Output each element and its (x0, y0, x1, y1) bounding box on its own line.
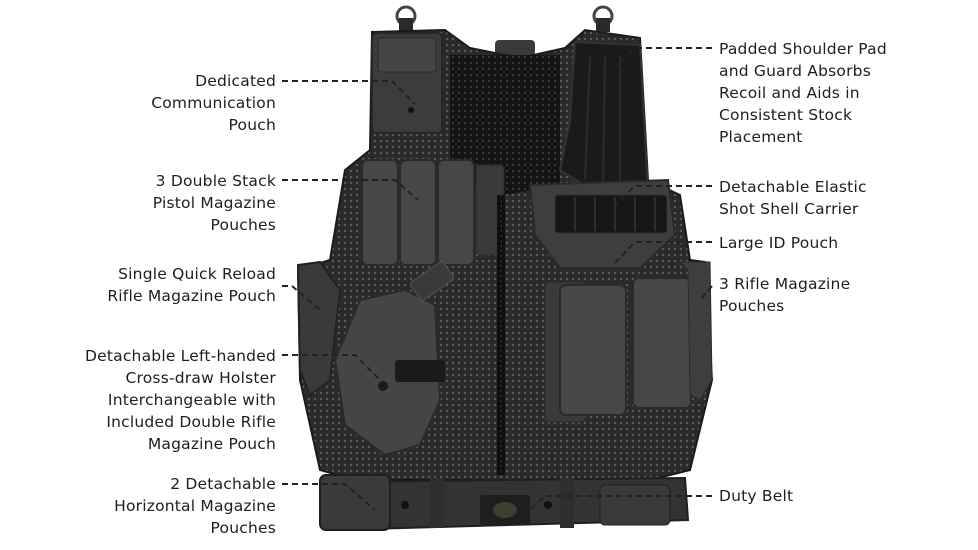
callout-line: 2 Detachable (170, 475, 276, 493)
callout-line: Duty Belt (719, 487, 794, 505)
callout-line: Interchangeable with (107, 391, 276, 409)
callout-line: Pouch (228, 116, 276, 134)
callout-single-rifle-mag-pouch: Single Quick Reload Rifle Magazine Pouch (107, 263, 276, 307)
callout-shot-shell-carrier: Detachable Elastic Shot Shell Carrier (719, 176, 867, 220)
callout-rifle-mag-pouches: 3 Rifle Magazine Pouches (719, 273, 850, 317)
callout-line: Large ID Pouch (719, 234, 839, 252)
rifle-mag-pouches (544, 261, 713, 423)
callout-line: Pouches (719, 297, 785, 315)
holster (333, 261, 455, 457)
callout-duty-belt: Duty Belt (719, 485, 793, 507)
callout-pistol-mag-pouches: 3 Double Stack Pistol Magazine Pouches (153, 170, 276, 236)
callout-holster: Detachable Left-handed Cross-draw Holste… (85, 345, 276, 455)
callout-shoulder-pad: Padded Shoulder Pad and Guard Absorbs Re… (719, 38, 887, 148)
callout-line: Included Double Rifle (106, 413, 276, 431)
duty-belt (319, 474, 690, 532)
callout-line: 3 Double Stack (155, 172, 276, 190)
callout-id-pouch: Large ID Pouch (719, 232, 838, 254)
callout-line: Recoil and Aids in (719, 84, 860, 102)
callout-line: Rifle Magazine Pouch (107, 287, 276, 305)
callout-line: Single Quick Reload (118, 265, 276, 283)
leader-lines (282, 47, 713, 521)
callout-line: Consistent Stock (719, 106, 853, 124)
callout-line: Shot Shell Carrier (719, 200, 859, 218)
callout-line: Dedicated (195, 72, 276, 90)
callout-horizontal-mag-pouches: 2 Detachable Horizontal Magazine Pouches (114, 473, 276, 539)
callout-line: 3 Rifle Magazine (719, 275, 851, 293)
shot-shell-carrier (554, 194, 668, 234)
callout-line: Detachable Left-handed (84, 347, 276, 365)
callout-communication-pouch: Dedicated Communication Pouch (151, 70, 276, 136)
callout-line: Placement (719, 128, 803, 146)
callout-line: Pouches (210, 519, 276, 537)
callout-line: Padded Shoulder Pad (719, 40, 887, 58)
callout-line: Detachable Elastic (719, 178, 867, 196)
callout-line: Magazine Pouch (147, 435, 276, 453)
callout-line: Pistol Magazine (152, 194, 276, 212)
pistol-mag-pouches (361, 159, 505, 266)
single-rifle-mag-pouch (296, 260, 342, 397)
d-ring-left-icon (395, 5, 417, 32)
communication-pouch (371, 32, 443, 134)
callout-line: and Guard Absorbs (719, 62, 871, 80)
callout-line: Pouches (210, 216, 276, 234)
callout-line: Horizontal Magazine (114, 497, 276, 515)
callout-line: Cross-draw Holster (125, 369, 276, 387)
d-ring-right-icon (592, 5, 614, 32)
callout-line: Communication (151, 94, 276, 112)
